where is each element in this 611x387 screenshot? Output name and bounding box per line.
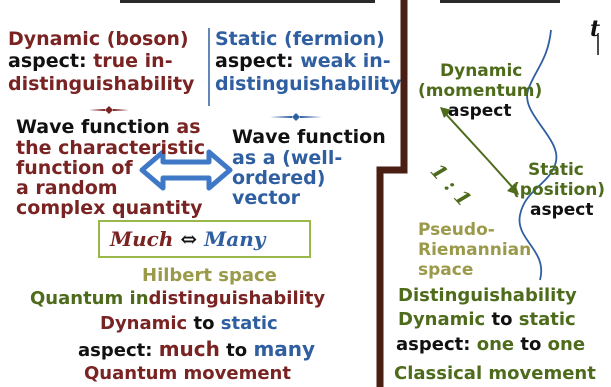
fermion-indisting: distinguishability: [215, 73, 402, 95]
wave-function-left-line2: the characteristic: [16, 137, 206, 159]
wave-function-left-label: Wave function: [16, 116, 170, 138]
fermion-aspect-value: weak in-: [300, 50, 391, 72]
right-to-word: to: [491, 309, 513, 330]
fermion-star-icon: [270, 113, 322, 121]
quantum-movement-label: Quantum movement: [84, 363, 291, 384]
fermion-aspect-line: aspect: weak in-: [215, 52, 391, 71]
right-static-word: static: [518, 309, 576, 330]
left-aspect-much-many: aspect: much to many: [78, 339, 315, 360]
dynamic-momentum-line1: Dynamic: [440, 61, 523, 81]
time-label: t: [590, 16, 601, 42]
left-dynamic-word: Dynamic: [100, 313, 188, 334]
fermion-title: Static (fermion): [215, 28, 385, 50]
wave-function-left-line3: function of: [16, 157, 133, 179]
much-many-box: [98, 220, 311, 258]
much-label: Much: [110, 227, 174, 251]
arrow-head-static: [507, 183, 519, 195]
right-aspect-one-to-one: aspect: one to one: [396, 336, 585, 354]
top-edge-line: [120, 0, 375, 3]
left-dynamic-to-static: Dynamic to static: [100, 315, 278, 333]
wave-function-left-line1: Wave function as: [16, 118, 201, 137]
static-position-line3: aspect: [530, 200, 594, 220]
distinguishability-label: Distinguishability: [398, 285, 577, 306]
left-many-word: many: [253, 337, 316, 361]
right-dynamic-word: Dynamic: [398, 309, 486, 330]
wave-function-left-line5: complex quantity: [16, 197, 203, 219]
boson-indisting: distinguishability: [8, 73, 195, 95]
many-label: Many: [204, 227, 266, 251]
equivalence-arrow: ⇔: [180, 227, 198, 251]
boson-aspect-value: true in-: [93, 50, 173, 72]
boson-title: Dynamic (boson): [8, 28, 189, 50]
left-to-word: to: [193, 313, 215, 334]
quantum-indisting: Quantum indistinguishability: [30, 290, 325, 308]
wave-function-left-line4: a random: [16, 177, 118, 199]
right-to-word-2: to: [520, 334, 542, 355]
much-many-formula: Much ⇔ Many: [110, 229, 265, 249]
arrow-to-static: [487, 159, 516, 191]
wave-function-right-line1: Wave function: [232, 126, 386, 148]
right-aspect-label: aspect:: [396, 334, 471, 355]
pseudo-riemannian-line3: space: [418, 260, 474, 280]
double-arrow-icon: [139, 149, 233, 191]
wave-function-right-line3: ordered): [232, 167, 326, 189]
quantum-in-label: Quantum in: [30, 288, 149, 309]
arrow-head-dynamic: [440, 107, 452, 118]
right-one-word: one: [476, 334, 515, 355]
right-one-word-2: one: [547, 334, 586, 355]
dynamic-momentum-line3: aspect: [448, 101, 512, 121]
wave-function-right-line2: as a (well-: [232, 147, 343, 169]
left-much-word: much: [158, 337, 220, 361]
dynamic-momentum-line2: (momentum): [418, 81, 543, 101]
top-edge-line-right: [440, 0, 560, 3]
wave-function-left-as: as: [176, 116, 201, 138]
left-static-word: static: [220, 313, 278, 334]
boson-aspect-label: aspect:: [8, 50, 87, 72]
arrow-to-dynamic: [443, 111, 489, 161]
right-dynamic-to-static: Dynamic to static: [398, 311, 576, 329]
static-position-line2: (position): [512, 180, 606, 200]
classical-movement-label: Classical movement: [394, 363, 596, 384]
left-to-word-2: to: [226, 340, 248, 361]
fermion-aspect-label: aspect:: [215, 50, 294, 72]
hilbert-space-label: Hilbert space: [142, 265, 277, 286]
boson-star-icon: [89, 106, 129, 114]
wave-curve: [518, 29, 558, 281]
left-aspect-label: aspect:: [78, 340, 153, 361]
section-divider: [376, 0, 408, 387]
pseudo-riemannian-line1: Pseudo-: [418, 220, 495, 240]
static-position-line1: Static: [528, 160, 584, 180]
boson-aspect-line: aspect: true in-: [8, 52, 173, 71]
pseudo-riemannian-line2: Riemannian: [418, 240, 532, 260]
wave-function-right-line4: vector: [232, 187, 301, 209]
quantum-disting-label: distinguishability: [148, 288, 326, 309]
